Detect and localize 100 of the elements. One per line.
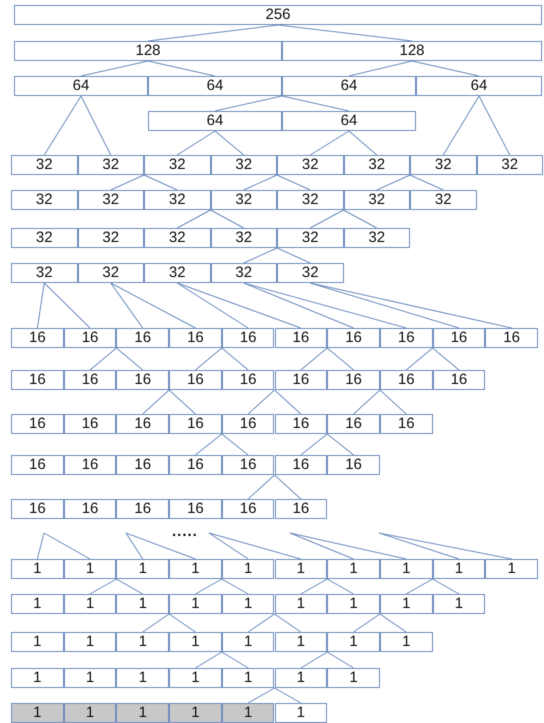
memory-block: 16 <box>274 414 328 434</box>
memory-block: 1 <box>380 594 433 614</box>
connector-line <box>208 532 302 560</box>
memory-block: 32 <box>78 263 144 283</box>
connector-line <box>276 174 311 190</box>
connector-line <box>90 578 117 594</box>
memory-block: 1 <box>169 559 222 579</box>
memory-block: 1 <box>11 703 64 723</box>
memory-block: 32 <box>78 190 144 210</box>
connector-line <box>90 348 117 370</box>
connector-line <box>442 96 480 156</box>
memory-block: 1 <box>169 668 222 688</box>
memory-block: 16 <box>64 414 116 434</box>
connector-line <box>36 532 44 560</box>
memory-block: 1 <box>116 559 170 579</box>
connector-line <box>300 578 328 594</box>
connector-line <box>243 282 407 328</box>
connector-line <box>221 348 249 370</box>
connector-line <box>276 248 311 264</box>
memory-block: 1 <box>274 594 328 614</box>
memory-block: 16 <box>327 414 380 434</box>
memory-block: 256 <box>14 5 542 25</box>
memory-block: 1 <box>327 594 380 614</box>
connector-line <box>36 282 45 328</box>
memory-block: 1 <box>64 632 116 652</box>
connector-line <box>176 210 211 228</box>
memory-block: 32 <box>144 263 210 283</box>
memory-block: 16 <box>222 499 274 519</box>
memory-block: 64 <box>148 76 282 96</box>
connector-line <box>176 282 249 328</box>
connector-line <box>194 578 222 594</box>
memory-block: 1 <box>274 668 328 688</box>
memory-block: 16 <box>64 499 116 519</box>
memory-block: 16 <box>116 328 170 348</box>
memory-block: 1 <box>222 632 274 652</box>
memory-block: 64 <box>282 111 416 131</box>
connector-line <box>378 532 512 560</box>
connector-line <box>326 348 354 370</box>
connector-line <box>168 390 196 414</box>
connector-line <box>326 578 354 594</box>
memory-block: 1 <box>327 632 380 652</box>
memory-block: 32 <box>476 155 543 175</box>
connector-line <box>310 130 350 156</box>
memory-block: 32 <box>277 190 344 210</box>
memory-block: 16 <box>274 370 328 390</box>
connector-line <box>290 532 354 560</box>
memory-block: 16 <box>380 370 433 390</box>
memory-block: 16 <box>169 414 222 434</box>
memory-block: 16 <box>274 499 328 519</box>
memory-block: 32 <box>11 155 78 175</box>
connector-line <box>282 96 350 112</box>
memory-block: 32 <box>78 155 144 175</box>
memory-block: 16 <box>11 328 64 348</box>
memory-block: 1 <box>222 668 274 688</box>
memory-block: 1 <box>11 559 64 579</box>
connector-line <box>176 282 302 328</box>
memory-block: 32 <box>344 228 410 248</box>
memory-block: 32 <box>11 228 78 248</box>
connector-line <box>243 282 354 328</box>
connector-line <box>221 652 249 668</box>
memory-block: 1 <box>274 559 328 579</box>
memory-block: 1 <box>222 594 274 614</box>
connector-line <box>300 434 328 456</box>
connector-line <box>142 390 170 414</box>
connector-line <box>343 210 378 228</box>
memory-block: 16 <box>169 328 222 348</box>
memory-block: 1 <box>169 594 222 614</box>
connector-line <box>274 474 302 500</box>
memory-block: 1 <box>11 632 64 652</box>
connector-line <box>243 248 278 264</box>
memory-block: 32 <box>344 190 410 210</box>
connector-line <box>248 688 275 704</box>
connector-line <box>378 532 460 560</box>
memory-block: 16 <box>116 370 170 390</box>
memory-block: 32 <box>410 155 476 175</box>
memory-block: 32 <box>410 190 476 210</box>
memory-block: 16 <box>64 328 116 348</box>
memory-block: 1 <box>64 594 116 614</box>
memory-block: 16 <box>380 328 433 348</box>
connector-line <box>194 652 222 668</box>
memory-block: 32 <box>11 263 78 283</box>
memory-block: 32 <box>277 155 344 175</box>
memory-block: 1 <box>432 594 486 614</box>
connector-line <box>379 390 407 414</box>
connector-line <box>432 578 460 594</box>
connector-line <box>406 578 434 594</box>
connector-line <box>144 174 178 190</box>
connector-line <box>44 96 82 156</box>
memory-block: 1 <box>169 703 222 723</box>
connector-line <box>274 614 302 632</box>
memory-block: 32 <box>277 263 344 283</box>
memory-block: 1 <box>116 632 170 652</box>
memory-block: 64 <box>14 76 148 96</box>
memory-block: 16 <box>485 328 538 348</box>
connector-line <box>142 614 170 632</box>
memory-block: 16 <box>169 499 222 519</box>
memory-block: 16 <box>116 414 170 434</box>
connector-line <box>110 282 144 328</box>
connector-line <box>274 688 302 704</box>
connector-line <box>214 96 282 112</box>
